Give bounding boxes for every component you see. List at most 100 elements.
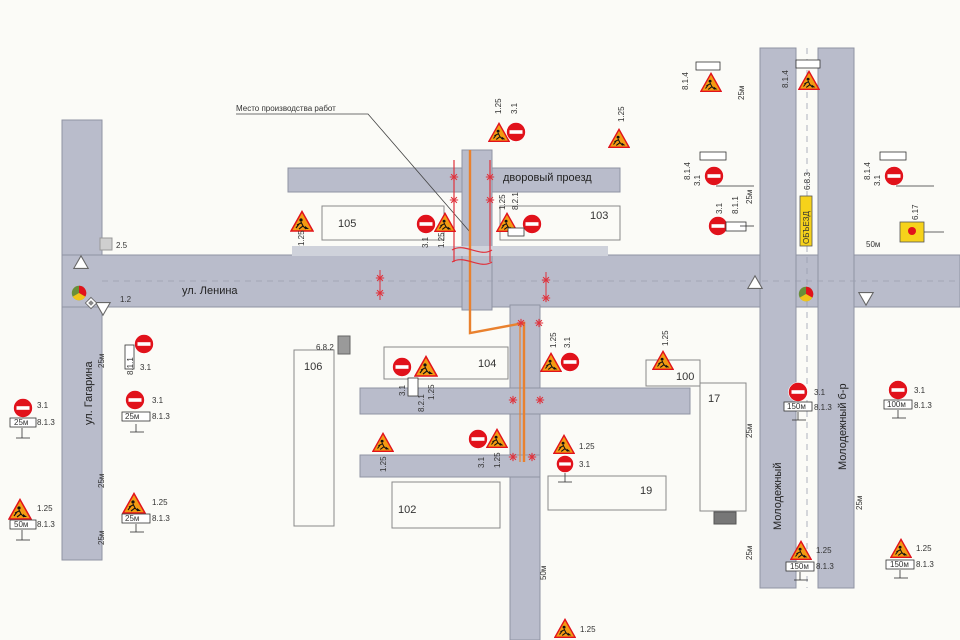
- distance-plate: [699, 151, 727, 161]
- plate-text: 25м: [745, 190, 754, 204]
- parking-sign: [337, 335, 351, 355]
- sign-code-label: 8.2.1: [417, 394, 426, 412]
- no-entry-icon: [506, 122, 526, 142]
- distance-plate: [883, 399, 913, 410]
- sign-code-label: 1.25: [379, 456, 388, 472]
- plate-text: 25м: [745, 424, 754, 438]
- sign-posts: [16, 185, 944, 581]
- distance-plate: [9, 519, 37, 530]
- sign-code-label: 8.1.3: [916, 560, 934, 569]
- building-106: [293, 349, 335, 527]
- distance-plate: [885, 559, 915, 570]
- plate-text: 25м: [97, 474, 106, 488]
- sign-code-label: 8.1.3: [37, 520, 55, 529]
- sign-code-label: 1.25: [579, 442, 595, 451]
- sign-code-label: 2.5: [116, 241, 128, 250]
- plate-text: 50м: [866, 240, 880, 249]
- sign-code-label: 6.17: [911, 204, 920, 220]
- sign-code-label: 8.1.3: [37, 418, 55, 427]
- roads: [61, 47, 960, 640]
- distance-plate: [124, 344, 135, 370]
- plate-text: 25м: [125, 412, 139, 421]
- plate-text: 25м: [737, 86, 746, 100]
- plate-text: 25м: [97, 354, 106, 368]
- building-102-label: 102: [398, 504, 416, 516]
- sign-code-label: 1.25: [816, 546, 832, 555]
- roadwork-icon: [798, 70, 820, 90]
- sign-code-label: 3.1: [873, 174, 882, 186]
- distance-plate: [695, 61, 721, 71]
- roadwork-icon: [700, 72, 722, 92]
- traffic-light-icon: [798, 286, 814, 302]
- no-entry-icon: [468, 429, 488, 449]
- plate-text: 25м: [14, 418, 28, 427]
- molodezhny-bulvar-road: [817, 47, 855, 589]
- building-19-label: 19: [640, 485, 652, 497]
- sign-code-label: 1.25: [37, 504, 53, 513]
- distance-plate: [785, 561, 815, 572]
- sign-code-label: 3.1: [140, 363, 152, 372]
- distance-plate: [795, 59, 821, 69]
- sign-code-label: 1.25: [617, 106, 626, 122]
- inner-road-2: [359, 454, 541, 478]
- gagarina-label: ул. Гагарина: [83, 361, 95, 425]
- roadwork-icon: [8, 498, 32, 520]
- sign-code-label: 8.1.4: [781, 70, 790, 88]
- no-entry-icon: [884, 166, 904, 186]
- sign-code-label: 3.1: [510, 102, 519, 114]
- sign-code-label: 8.1.4: [683, 162, 692, 180]
- no-entry-icon: [704, 166, 724, 186]
- molodezhny-road: [759, 47, 797, 589]
- sign-code-label: 3.1: [715, 202, 724, 214]
- work-site-leader-line: [236, 113, 471, 233]
- sign-code-label: 6.8.3: [803, 172, 812, 190]
- plate-text: 150м: [890, 560, 909, 569]
- sign-code-label: 1.25: [661, 330, 670, 346]
- distance-plate: [9, 417, 37, 428]
- sign-code-label: 1.25: [916, 544, 932, 553]
- roadwork-icon: [486, 428, 508, 448]
- building-102: [391, 481, 501, 529]
- sign-code-label: 8.2.1: [511, 192, 520, 210]
- no-entry-icon: [888, 380, 908, 400]
- sign-code-label: 8.1.3: [152, 514, 170, 523]
- no-entry-icon: [788, 382, 808, 402]
- plate-text: 25м: [125, 514, 139, 523]
- road-center-lines: [102, 48, 960, 588]
- traffic-light-icon: [71, 285, 87, 301]
- roadwork-icon: [554, 618, 576, 638]
- gagarina-road: [61, 119, 103, 561]
- distance-plate: [725, 221, 747, 232]
- pipe-line: [468, 150, 526, 462]
- sign-code-label: 1.25: [297, 230, 306, 246]
- sign-code-label: 1.25: [498, 194, 507, 210]
- road-sign-block: [713, 511, 737, 525]
- sign-code-label: 8.1.1: [731, 196, 740, 214]
- detour-plate: [799, 195, 813, 247]
- sign-code-label: 1.25: [580, 625, 596, 634]
- building-103-label: 103: [590, 210, 608, 222]
- plate-text: 25м: [855, 496, 864, 510]
- work-site-label: Место производства работ: [236, 104, 336, 113]
- no-entry-icon: [125, 390, 145, 410]
- sign-code-label: 1.25: [494, 98, 503, 114]
- molodezhny-label: Молодежный: [772, 463, 784, 530]
- building-106-label: 106: [304, 361, 322, 373]
- building-100-label: 100: [676, 371, 694, 383]
- plate-text: 150м: [790, 562, 809, 571]
- plate-text: 50м: [539, 566, 548, 580]
- sign-code-label: 3.1: [421, 236, 430, 248]
- no-entry-icon: [134, 334, 154, 354]
- roadwork-icon: [372, 432, 394, 452]
- plate-text: 150м: [787, 402, 806, 411]
- roadwork-icon: [608, 128, 630, 148]
- barrier-lines: [379, 270, 547, 302]
- sign-code-label: 3.1: [693, 174, 702, 186]
- plate-text: 25м: [97, 531, 106, 545]
- sign-code-label: 3.1: [477, 456, 486, 468]
- no-entry-icon: [708, 216, 728, 236]
- no-entry-icon: [416, 214, 436, 234]
- roadwork-icon: [890, 538, 912, 558]
